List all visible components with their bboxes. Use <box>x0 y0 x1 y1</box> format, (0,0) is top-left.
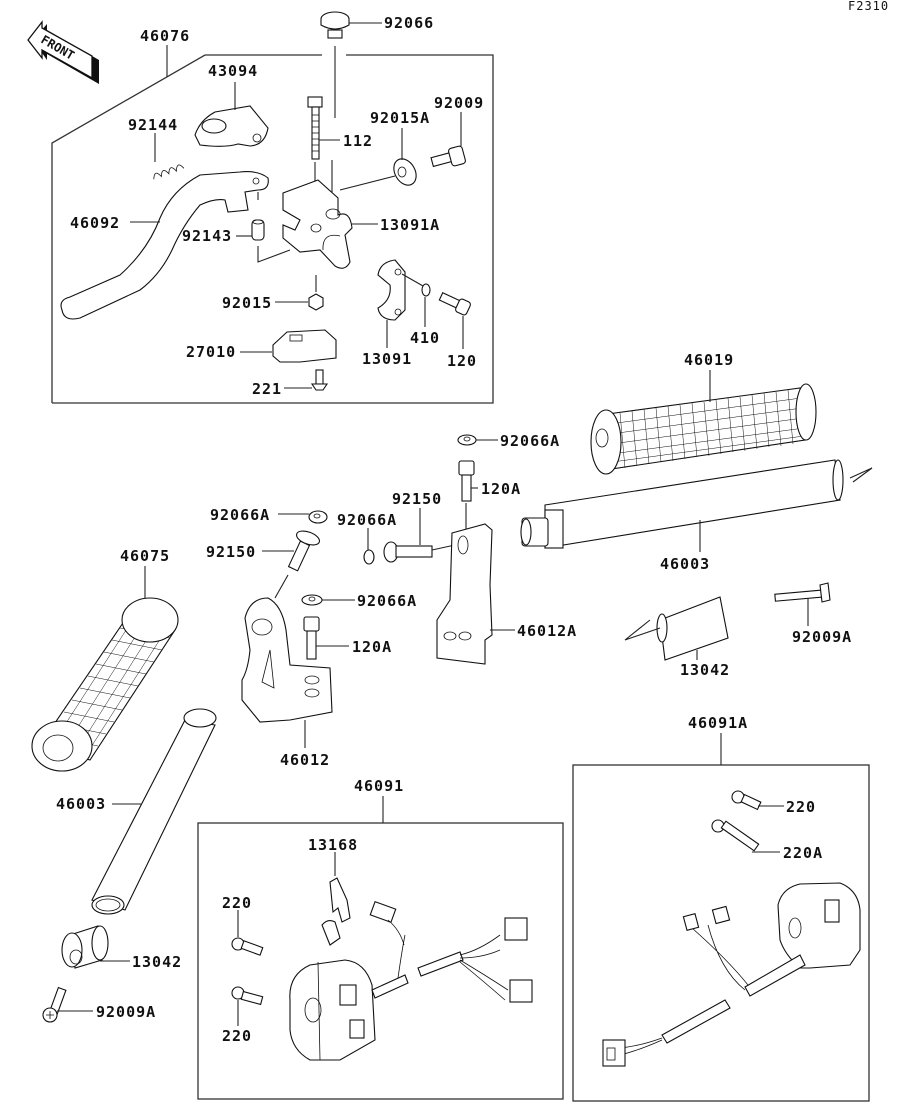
label-220-right: 220 <box>786 798 816 816</box>
label-46091: 46091 <box>354 777 404 795</box>
part-46012A-holder: 46012A <box>436 523 577 665</box>
label-46076: 46076 <box>140 27 190 45</box>
label-410: 410 <box>410 329 440 347</box>
part-220-screw-upper: 220 <box>222 894 264 956</box>
figure-code: F2310 <box>848 0 889 13</box>
label-120: 120 <box>447 352 477 370</box>
part-46092-lever: 46092 <box>60 171 269 320</box>
part-92066A-washer-left: 92066A <box>210 506 328 524</box>
label-13042-left: 13042 <box>132 953 182 971</box>
part-92066-cap: 92066 <box>320 11 434 118</box>
label-92066A-left: 92066A <box>210 506 270 524</box>
label-27010: 27010 <box>186 343 236 361</box>
label-92009: 92009 <box>434 94 484 112</box>
label-120A-left: 120A <box>352 638 392 656</box>
label-92066A-top: 92066A <box>500 432 560 450</box>
group-box-46091: 46091 <box>197 777 564 1100</box>
label-46003-right: 46003 <box>660 555 710 573</box>
part-92009A-screw-right: 92009A <box>774 582 852 646</box>
part-43094-cover: 43094 <box>194 62 269 147</box>
label-92015: 92015 <box>222 294 272 312</box>
label-13091: 13091 <box>362 350 412 368</box>
label-46075: 46075 <box>120 547 170 565</box>
part-92144-spring: 92144 <box>128 116 185 180</box>
part-92009A-screw-left: 92009A <box>42 986 156 1023</box>
part-92015A-adjuster: 92015A <box>339 109 430 191</box>
label-46091A: 46091A <box>688 714 748 732</box>
part-92009-screw: 92009 <box>430 94 484 168</box>
label-92066A-lower: 92066A <box>357 592 417 610</box>
part-92150-bolt-right: 92150 <box>383 490 456 563</box>
part-right-switch-housing <box>602 882 861 1067</box>
label-43094: 43094 <box>208 62 258 80</box>
part-46075-left-grip: 46075 <box>31 547 179 772</box>
label-13042-right: 13042 <box>680 661 730 679</box>
label-46019: 46019 <box>684 351 734 369</box>
label-46012A: 46012A <box>517 622 577 640</box>
label-92150-left: 92150 <box>206 543 256 561</box>
label-92150-right: 92150 <box>392 490 442 508</box>
part-13091-clamp: 13091 <box>362 259 412 368</box>
label-92144: 92144 <box>128 116 178 134</box>
label-220-left-upper: 220 <box>222 894 252 912</box>
part-220-screw-lower: 220 <box>222 986 264 1045</box>
label-220A: 220A <box>783 844 823 862</box>
label-46012: 46012 <box>280 751 330 769</box>
part-221-screw: 221 <box>252 369 329 398</box>
label-92066: 92066 <box>384 14 434 32</box>
label-92143: 92143 <box>182 227 232 245</box>
part-92066A-washer-lower: 92066A <box>301 592 417 610</box>
part-46019-throttle-grip: 46019 <box>590 351 817 475</box>
label-92009A-left: 92009A <box>96 1003 156 1021</box>
part-120A-bolt-left: 120A <box>303 616 392 660</box>
label-46092: 46092 <box>70 214 120 232</box>
label-13091A: 13091A <box>380 216 440 234</box>
group-box-46076: 46076 <box>51 27 494 404</box>
part-220A-screw-right: 220A <box>711 819 823 862</box>
part-92015-nut: 92015 <box>222 275 324 312</box>
group-box-46091A: 46091A <box>572 714 870 1102</box>
part-46012-holder: 46012 <box>241 597 333 769</box>
part-92150-bolt-left: 92150 <box>206 530 321 599</box>
label-220-left-lower: 220 <box>222 1027 252 1045</box>
part-410-washer: 410 <box>401 273 440 347</box>
part-220-screw-right: 220 <box>731 790 816 816</box>
part-92143-collar: 92143 <box>182 219 291 263</box>
part-120-bolt: 120 <box>438 291 477 370</box>
label-46003-left: 46003 <box>56 795 106 813</box>
label-92009A-right: 92009A <box>792 628 852 646</box>
part-46003-left-handlebar: 46003 <box>56 708 217 915</box>
part-27010-switch: 27010 <box>186 329 337 363</box>
label-92066A-mid: 92066A <box>337 511 397 529</box>
label-112: 112 <box>343 132 373 150</box>
part-92066A-washer-top: 92066A <box>457 432 560 450</box>
part-13042-bar-end-weight-right: 13042 <box>624 596 730 679</box>
part-13091A-holder: 13091A <box>282 160 440 269</box>
label-13168: 13168 <box>308 836 358 854</box>
part-92066A-washer-mid: 92066A <box>337 511 397 565</box>
part-46003-right-handlebar: 46003 <box>520 459 873 573</box>
part-13042-bar-end-weight-left: 13042 <box>61 925 182 971</box>
part-112-bolt: 112 <box>307 96 373 192</box>
label-221: 221 <box>252 380 282 398</box>
front-arrow-icon: FRONT <box>27 20 99 84</box>
part-13168-choke-lever: 13168 <box>308 836 358 946</box>
label-92015A: 92015A <box>370 109 430 127</box>
part-left-switch-housing <box>289 900 533 1061</box>
label-120A-right: 120A <box>481 480 521 498</box>
